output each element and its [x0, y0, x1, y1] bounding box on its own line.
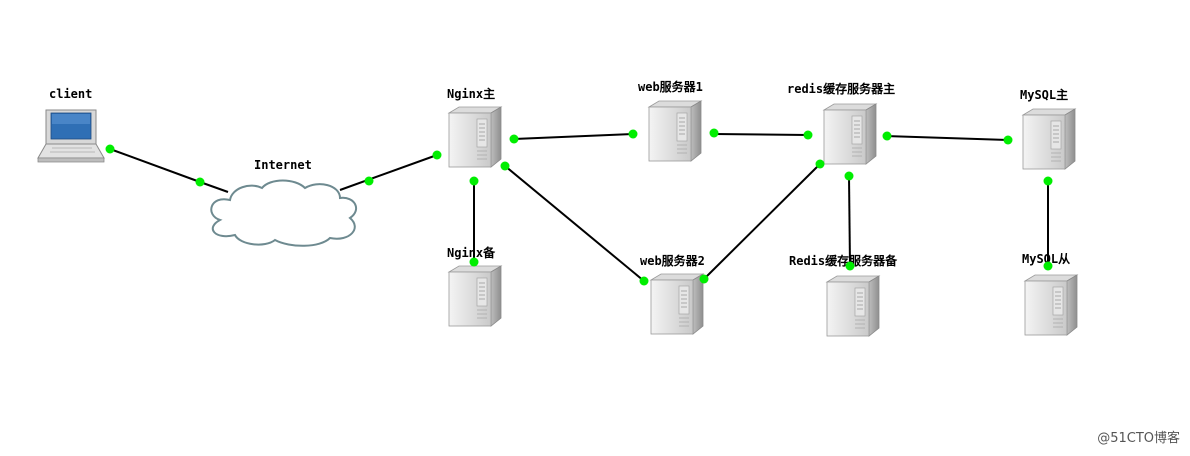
connector-dot[interactable]: [195, 177, 205, 187]
connector-dot[interactable]: [432, 150, 442, 160]
connector-dot[interactable]: [1003, 135, 1013, 145]
redis-master-server-icon[interactable]: [823, 103, 877, 165]
nginx-backup-server-icon[interactable]: [448, 265, 502, 327]
internet-cloud-icon[interactable]: [210, 179, 358, 247]
web2-label: web服务器2: [640, 253, 705, 268]
connector-dot[interactable]: [699, 274, 709, 284]
link-web2-redis: [703, 163, 821, 280]
mysql-slave-label: MySQL从: [1022, 252, 1070, 266]
connector-dot[interactable]: [509, 134, 519, 144]
redis-master-label: redis缓存服务器主: [787, 81, 895, 96]
watermark: @51CTO博客: [1097, 431, 1180, 446]
link-redis-mysql: [886, 135, 1009, 141]
web1-label: web服务器1: [638, 79, 703, 94]
mysql-master-server-icon[interactable]: [1022, 108, 1076, 170]
mysql-master-label: MySQL主: [1020, 87, 1068, 102]
link-redis-redisbackup: [848, 175, 851, 267]
redis-backup-label: Redis缓存服务器备: [789, 253, 898, 268]
nginx-master-label: Nginx主: [447, 86, 495, 101]
connections: [109, 133, 1049, 282]
link-client-internet: [109, 148, 201, 183]
link-nginx-web2: [504, 165, 645, 282]
connector-dot[interactable]: [815, 159, 825, 169]
connector-dot[interactable]: [844, 171, 854, 181]
connector-dot[interactable]: [845, 261, 855, 271]
connector-dot[interactable]: [628, 129, 638, 139]
link-web1-redis: [713, 133, 809, 136]
link-internet-nginx: [339, 154, 438, 191]
nginx-master-server-icon[interactable]: [448, 106, 502, 168]
connector-dot[interactable]: [1043, 176, 1053, 186]
link-nginx-web1: [513, 133, 634, 140]
connector-dot[interactable]: [882, 131, 892, 141]
web2-server-icon[interactable]: [650, 273, 704, 335]
connector-dot[interactable]: [639, 276, 649, 286]
mysql-slave-server-icon[interactable]: [1024, 274, 1078, 336]
connector-dot[interactable]: [364, 176, 374, 186]
client-laptop-icon[interactable]: [37, 109, 105, 163]
nginx-backup-label: Nginx备: [447, 245, 496, 260]
internet-label: Internet: [254, 158, 312, 172]
connector-dot[interactable]: [105, 144, 115, 154]
connector-points: [105, 128, 1053, 286]
connector-dot[interactable]: [469, 257, 479, 267]
connector-dot[interactable]: [709, 128, 719, 138]
web1-server-icon[interactable]: [648, 100, 702, 162]
connector-dot[interactable]: [500, 161, 510, 171]
connector-dot[interactable]: [803, 130, 813, 140]
client-label: client: [49, 87, 92, 101]
connector-dot[interactable]: [469, 176, 479, 186]
redis-backup-server-icon[interactable]: [826, 275, 880, 337]
connector-dot[interactable]: [1043, 261, 1053, 271]
link-client-internet-2: [199, 181, 229, 193]
